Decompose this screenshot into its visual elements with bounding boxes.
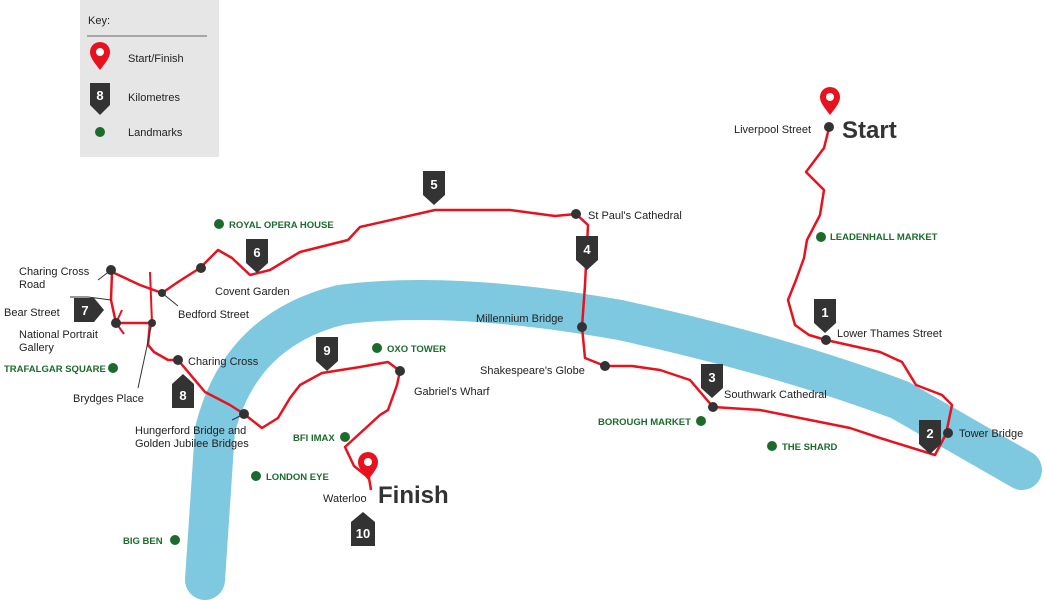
label-bedford-street: Bedford Street [178, 309, 249, 321]
km-marker-10: 10 [351, 512, 375, 546]
landmark-big-ben: BIG BEN [123, 536, 163, 547]
km-marker-4: 4 [576, 236, 598, 270]
landmark-bfi-imax: BFI IMAX [293, 433, 335, 444]
svg-text:8: 8 [179, 388, 186, 403]
label-charing-cross-road-line2: Road [19, 279, 45, 291]
point-tower-bridge [943, 428, 953, 438]
key-label-landmarks: Landmarks [128, 127, 183, 139]
point-st-pauls-cathedral [571, 209, 581, 219]
landmark-royal-opera-house: ROYAL OPERA HOUSE [229, 220, 334, 231]
leader-lines [70, 269, 245, 421]
landmark-dot-icon [696, 416, 706, 426]
svg-text:10: 10 [356, 526, 370, 541]
landmark-dot-icon [767, 441, 777, 451]
label-hungerford-line1: Hungerford Bridge and [135, 425, 246, 437]
landmark-trafalgar-square: TRAFALGAR SQUARE [4, 364, 106, 375]
label-hungerford-line2: Golden Jubilee Bridges [135, 438, 249, 450]
label-covent-garden: Covent Garden [215, 286, 290, 298]
landmark-dot-icon [816, 232, 826, 242]
landmark-dot-icon [108, 363, 118, 373]
km-marker-6: 6 [246, 239, 268, 273]
svg-text:7: 7 [81, 303, 88, 318]
label-bear-street: Bear Street [4, 307, 60, 319]
point-liverpool-street [824, 122, 834, 132]
landmark-dot-icon [214, 219, 224, 229]
point-national-portrait-gallery [111, 318, 121, 328]
landmarks: LEADENHALL MARKET BOROUGH MARKET THE SHA… [4, 219, 938, 547]
label-brydges-place: Brydges Place [73, 393, 144, 405]
km-marker-3: 3 [701, 364, 723, 398]
label-national-portrait-gallery-line2: Gallery [19, 342, 54, 354]
landmark-dot-icon [170, 535, 180, 545]
landmark-oxo-tower: OXO TOWER [387, 344, 446, 355]
svg-text:4: 4 [583, 242, 591, 257]
label-national-portrait-gallery-line1: National Portrait [19, 329, 98, 341]
point-gabriels-wharf [395, 366, 405, 376]
label-charing-cross-road-line1: Charing Cross [19, 266, 90, 278]
label-millennium-bridge: Millennium Bridge [476, 313, 563, 325]
label-shakespeares-globe: Shakespeare's Globe [480, 365, 585, 377]
walking-route [109, 127, 954, 491]
key-title: Key: [88, 15, 110, 27]
river-thames [185, 280, 1042, 600]
point-lower-thames-street [821, 335, 831, 345]
svg-text:9: 9 [323, 343, 330, 358]
start-label: Start [842, 117, 897, 144]
km-marker-2: 2 [919, 420, 941, 454]
label-st-pauls-cathedral: St Paul's Cathedral [588, 210, 682, 222]
point-covent-garden [196, 263, 206, 273]
landmark-dot-icon [251, 471, 261, 481]
svg-text:3: 3 [708, 370, 715, 385]
map-pin-icon [90, 42, 110, 70]
svg-text:8: 8 [96, 88, 103, 103]
landmark-borough-market: BOROUGH MARKET [598, 417, 691, 428]
svg-text:6: 6 [253, 245, 260, 260]
label-liverpool-street: Liverpool Street [734, 124, 811, 136]
label-lower-thames-street: Lower Thames Street [837, 328, 942, 340]
label-charing-cross: Charing Cross [188, 356, 259, 368]
km-marker-8: 8 [172, 374, 194, 408]
finish-label: Finish [378, 482, 449, 509]
point-millennium-bridge [577, 322, 587, 332]
km-marker-1: 1 [814, 299, 836, 333]
svg-text:5: 5 [430, 177, 437, 192]
landmark-london-eye: LONDON EYE [266, 472, 329, 483]
finish-pin-icon [358, 452, 378, 480]
km-marker-5: 5 [423, 171, 445, 205]
label-tower-bridge: Tower Bridge [959, 428, 1023, 440]
label-gabriels-wharf: Gabriel's Wharf [414, 386, 490, 398]
landmark-the-shard: THE SHARD [782, 442, 838, 453]
landmark-dot-icon [340, 432, 350, 442]
svg-text:1: 1 [821, 305, 828, 320]
km-marker-9: 9 [316, 337, 338, 371]
point-southwark-cathedral [708, 402, 718, 412]
point-shakespeares-globe [600, 361, 610, 371]
map-key: Key: Start/Finish 8 Kilometres Landmarks [80, 0, 219, 157]
landmark-leadenhall-market: LEADENHALL MARKET [830, 232, 938, 243]
km-marker-icon: 8 [90, 83, 110, 115]
label-southwark-cathedral: Southwark Cathedral [724, 389, 827, 401]
key-label-kilometres: Kilometres [128, 92, 180, 104]
svg-text:2: 2 [926, 426, 933, 441]
start-pin-icon [820, 87, 840, 115]
label-waterloo: Waterloo [323, 493, 367, 505]
landmark-dot-icon [95, 127, 105, 137]
km-marker-7: 7 [74, 298, 104, 322]
key-label-start-finish: Start/Finish [128, 53, 184, 65]
landmark-dot-icon [372, 343, 382, 353]
point-charing-cross [173, 355, 183, 365]
